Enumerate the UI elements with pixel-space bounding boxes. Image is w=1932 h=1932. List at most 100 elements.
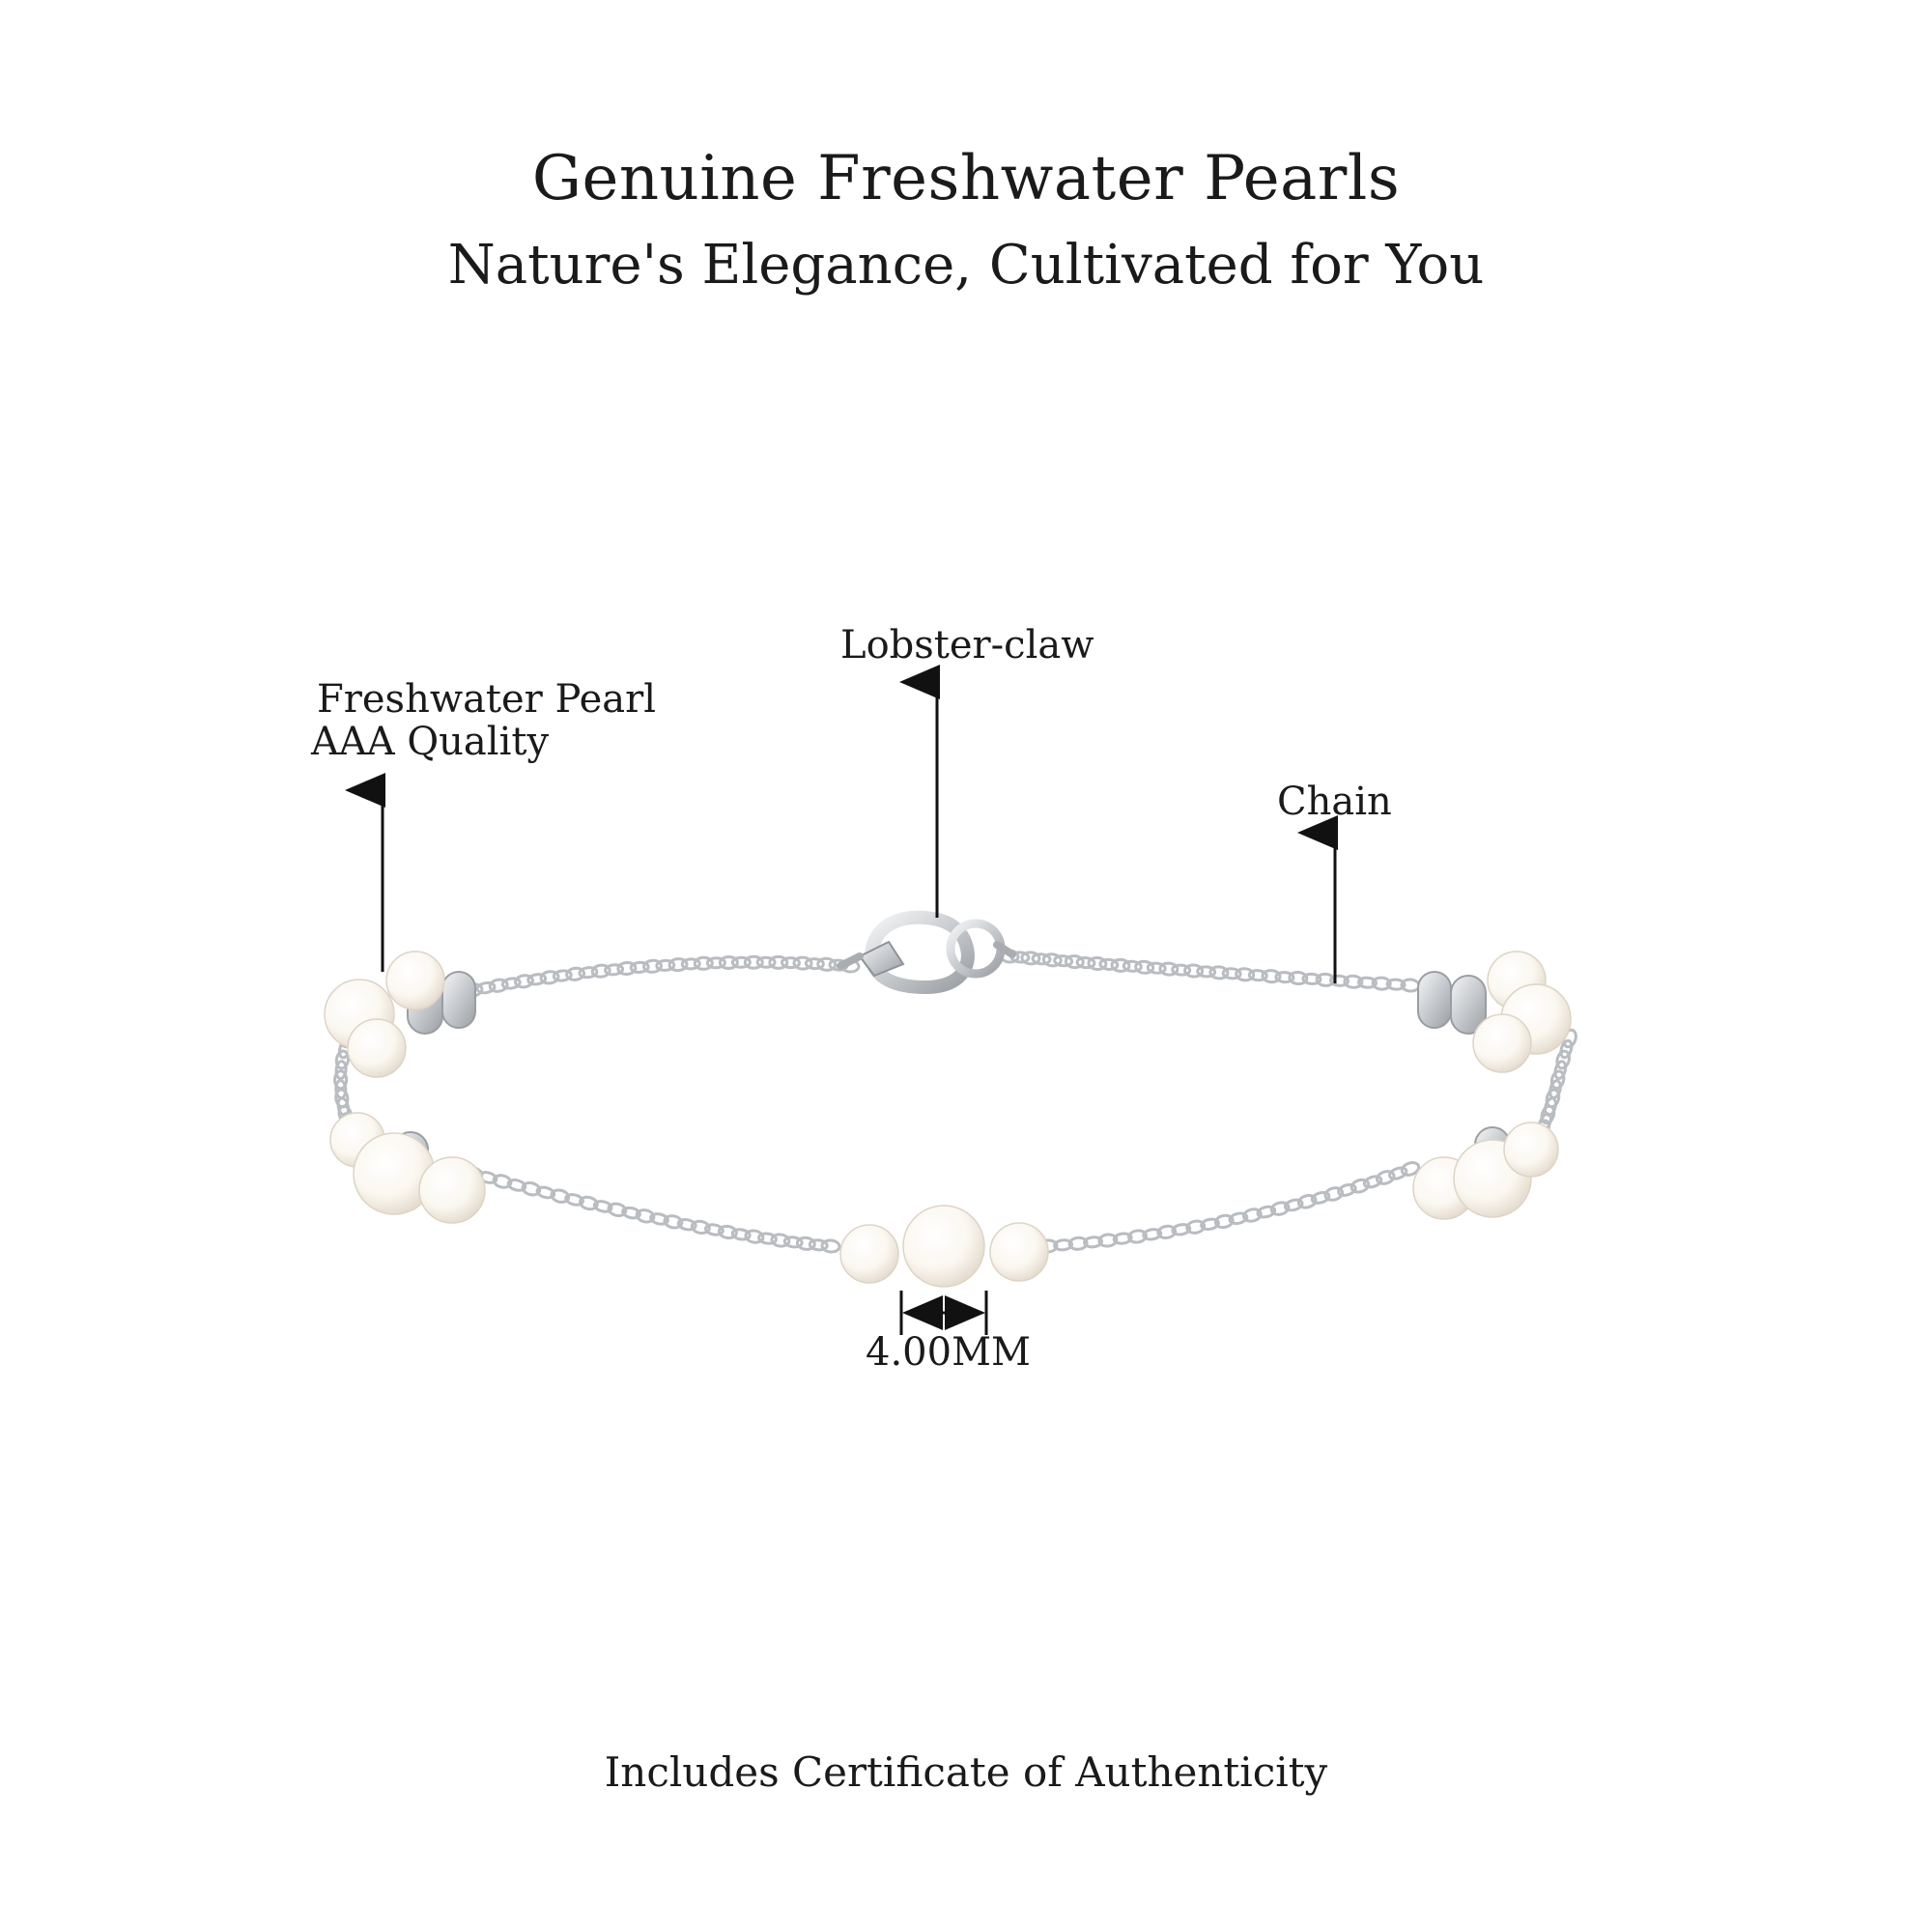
chain-link [642, 958, 663, 974]
chain-link [334, 1049, 351, 1070]
chain-link [730, 1228, 752, 1241]
chain-link [1171, 963, 1192, 977]
chain-link [1097, 1233, 1119, 1248]
chain-link [730, 955, 752, 969]
pearl [347, 1018, 407, 1078]
chain-link [1067, 1236, 1089, 1251]
chain-link [804, 957, 825, 971]
chain-link [1083, 1236, 1103, 1249]
pearl [989, 1222, 1049, 1282]
chain-link [1087, 955, 1108, 972]
chain-link [1183, 963, 1205, 979]
chain-link [717, 1224, 738, 1240]
chain-link [693, 955, 714, 971]
chain-link [705, 956, 726, 970]
chain-link [607, 1202, 628, 1217]
chain-link [1343, 974, 1364, 989]
chain-link [535, 1185, 556, 1200]
page-title: Genuine Freshwater Pearls [531, 143, 1401, 214]
chain-link [1053, 954, 1074, 968]
pearl-label: Freshwater Pearl [317, 677, 657, 722]
chain-link [795, 1236, 816, 1251]
chain-link [1323, 1186, 1345, 1202]
chain-link [792, 955, 813, 971]
chain-link [1301, 972, 1322, 985]
chain-link [579, 1195, 599, 1211]
chain-link [1041, 952, 1063, 968]
chain-link [1228, 1211, 1249, 1226]
chain-link [590, 963, 611, 979]
pearls [324, 951, 1572, 1288]
chain-link [1400, 1161, 1421, 1177]
chain-link [1110, 957, 1131, 973]
chain-link [1221, 967, 1242, 980]
chain-link [1200, 1217, 1220, 1232]
chain-link [565, 966, 586, 981]
chain-link [1235, 967, 1256, 982]
chain-link [592, 1200, 613, 1213]
chain-link [1098, 957, 1120, 971]
pearl [839, 1224, 899, 1284]
chain-link [492, 1174, 513, 1189]
chain-link [1269, 1201, 1291, 1216]
chain-link [514, 974, 534, 989]
chain-link [1261, 969, 1282, 984]
chain-link [655, 958, 676, 972]
chain-link [1350, 1178, 1371, 1194]
chain-link [604, 963, 625, 977]
chain-link [1549, 1069, 1566, 1091]
clasp-label: Lobster-claw [840, 623, 1094, 668]
chain-link [1158, 961, 1179, 977]
chain-link [521, 1180, 542, 1197]
chain-link [1362, 1175, 1383, 1189]
chain-label: Chain [1277, 780, 1392, 824]
chain-link [808, 1238, 829, 1252]
page-subtitle: Nature's Elegance, Cultivated for You [447, 234, 1485, 297]
pearl [1472, 1013, 1532, 1073]
chain-link [816, 956, 838, 972]
chain-link [1329, 974, 1350, 987]
chain-link [550, 1188, 571, 1204]
chain-link [704, 1223, 724, 1236]
pearl-quality-label: AAA Quality [311, 720, 550, 764]
chain-link [616, 960, 638, 977]
chain-link [1064, 954, 1085, 970]
chain-link [1053, 1238, 1074, 1252]
chain-link [1171, 1223, 1192, 1236]
chain-link [770, 1233, 791, 1248]
chain-link [768, 954, 789, 970]
chain-link [1185, 1219, 1207, 1235]
chain-link [1559, 1038, 1574, 1060]
chain-link [755, 955, 777, 969]
chain-link [757, 1232, 778, 1245]
chain-link [1357, 976, 1378, 989]
chain-link [578, 966, 599, 980]
chain-link [488, 978, 509, 993]
chain-link [1376, 1170, 1396, 1185]
chain-link [552, 969, 573, 982]
chain-link [690, 1219, 711, 1236]
chain-link [649, 1212, 669, 1226]
chain-link [506, 1179, 527, 1192]
chain-link [1540, 1104, 1556, 1125]
chain-link [1274, 971, 1295, 984]
chain-link [1213, 1213, 1235, 1230]
chain-link [1020, 951, 1041, 966]
pearl-setting [1417, 971, 1452, 1029]
chain-link [676, 1217, 697, 1232]
chain-link [744, 1229, 765, 1244]
pearl [1503, 1122, 1559, 1178]
chain-link [668, 957, 689, 973]
chain-link [1247, 969, 1268, 982]
chain-link [1242, 1208, 1263, 1223]
chain-link [820, 1238, 841, 1254]
chain-link [1337, 1182, 1357, 1197]
chain-link [1031, 952, 1052, 966]
chain-link [1122, 959, 1143, 973]
chain-link [1310, 1191, 1331, 1205]
chain-link [475, 980, 497, 995]
chain-link [1127, 1229, 1148, 1244]
chain-link [1146, 961, 1167, 975]
chain-link [1075, 956, 1096, 970]
